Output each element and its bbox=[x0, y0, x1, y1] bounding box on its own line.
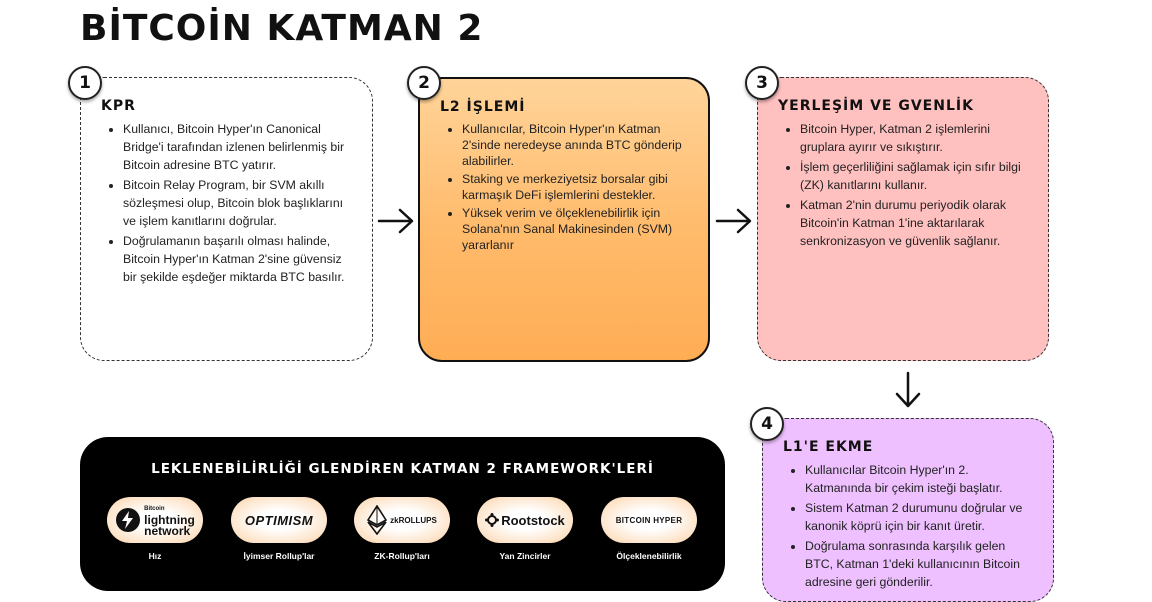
frameworks-panel: LEKLENEBİLİRLİĞİ GLENDİREN KATMAN 2 FRAM… bbox=[80, 437, 725, 591]
page-title: BİTCOİN KATMAN 2 bbox=[80, 8, 484, 49]
arrow-right-icon bbox=[377, 208, 414, 234]
framework-caption: Hız bbox=[148, 551, 162, 561]
step-bullets: Kullanıcılar Bitcoin Hyper'ın 2. Katmanı… bbox=[787, 461, 1035, 593]
bullet: Kullanıcılar Bitcoin Hyper'ın 2. Katmanı… bbox=[805, 461, 1035, 497]
bullet: Sistem Katman 2 durumunu doğrular ve kan… bbox=[805, 499, 1035, 535]
framework-caption: ZK-Rollup'ları bbox=[374, 551, 430, 561]
arrow-down-icon bbox=[895, 371, 921, 408]
lightning-bolt-icon bbox=[116, 508, 141, 532]
step-title: L2 İŞLEMİ bbox=[440, 99, 526, 115]
lightning-network-logo: Bitcoin lightning network bbox=[107, 497, 203, 543]
bullet: Kullanıcı, Bitcoin Hyper'ın Canonical Br… bbox=[123, 120, 354, 174]
step-bullets: Bitcoin Hyper, Katman 2 işlemlerini grup… bbox=[782, 120, 1030, 252]
logo-text: lightning bbox=[144, 512, 195, 527]
step-card-4: L1'E EKME Kullanıcılar Bitcoin Hyper'ın … bbox=[762, 418, 1054, 602]
step-number-badge: 2 bbox=[407, 66, 441, 100]
arrow-right-icon bbox=[715, 208, 752, 234]
step-card-3: YERLEŞİM VE GVENLİK Bitcoin Hyper, Katma… bbox=[757, 77, 1049, 361]
logo-text: Rootstock bbox=[501, 512, 565, 528]
bullet: Bitcoin Relay Program, bir SVM akıllı sö… bbox=[123, 176, 354, 230]
bullet: Kullanıcılar, Bitcoin Hyper'ın Katman 2'… bbox=[462, 121, 690, 169]
bullet: Doğrulamanın başarılı olması halinde, Bi… bbox=[123, 232, 354, 286]
zkrollups-logo: zkROLLUPS bbox=[354, 497, 450, 543]
bullet: İşlem geçerliliğini sağlamak için sıfır … bbox=[800, 158, 1030, 194]
framework-caption: Ölçeklenebilirlik bbox=[616, 551, 682, 561]
logo-text: Bitcoin bbox=[144, 505, 165, 512]
logo-text: zkROLLUPS bbox=[390, 515, 437, 525]
step-bullets: Kullanıcılar, Bitcoin Hyper'ın Katman 2'… bbox=[444, 121, 690, 255]
bullet: Staking ve merkeziyetsiz borsalar gibi k… bbox=[462, 171, 690, 203]
step-number-badge: 4 bbox=[750, 407, 784, 441]
logo-text: OPTIMISM bbox=[244, 512, 314, 528]
step-card-1: KPR Kullanıcı, Bitcoin Hyper'ın Canonica… bbox=[80, 77, 373, 361]
step-number-badge: 3 bbox=[745, 66, 779, 100]
step-title: YERLEŞİM VE GVENLİK bbox=[778, 98, 974, 114]
optimism-logo: OPTIMISM bbox=[231, 497, 327, 543]
logo-text: network bbox=[144, 523, 191, 538]
bullet: Doğrulama sonrasında karşılık gelen BTC,… bbox=[805, 537, 1035, 591]
framework-caption: İyimser Rollup'lar bbox=[243, 551, 315, 561]
bullet: Yüksek verim ve ölçeklenebilirlik için S… bbox=[462, 205, 690, 253]
step-title: L1'E EKME bbox=[783, 439, 874, 455]
framework-caption: Yan Zincirler bbox=[499, 551, 551, 561]
step-title: KPR bbox=[101, 98, 136, 114]
bullet: Katman 2'nin durumu periyodik olarak Bit… bbox=[800, 196, 1030, 250]
logo-text: BITCOIN HYPER bbox=[615, 515, 683, 525]
step-card-2: L2 İŞLEMİ Kullanıcılar, Bitcoin Hyper'ın… bbox=[418, 77, 710, 362]
bullet: Bitcoin Hyper, Katman 2 işlemlerini grup… bbox=[800, 120, 1030, 156]
frameworks-title: LEKLENEBİLİRLİĞİ GLENDİREN KATMAN 2 FRAM… bbox=[151, 461, 654, 477]
ethereum-diamond-icon bbox=[367, 505, 388, 535]
bitcoin-hyper-logo: BITCOIN HYPER bbox=[601, 497, 697, 543]
rootstock-logo: Rootstock bbox=[477, 497, 573, 543]
rootstock-gear-icon bbox=[485, 513, 500, 527]
step-number-badge: 1 bbox=[68, 66, 102, 100]
step-bullets: Kullanıcı, Bitcoin Hyper'ın Canonical Br… bbox=[105, 120, 354, 288]
